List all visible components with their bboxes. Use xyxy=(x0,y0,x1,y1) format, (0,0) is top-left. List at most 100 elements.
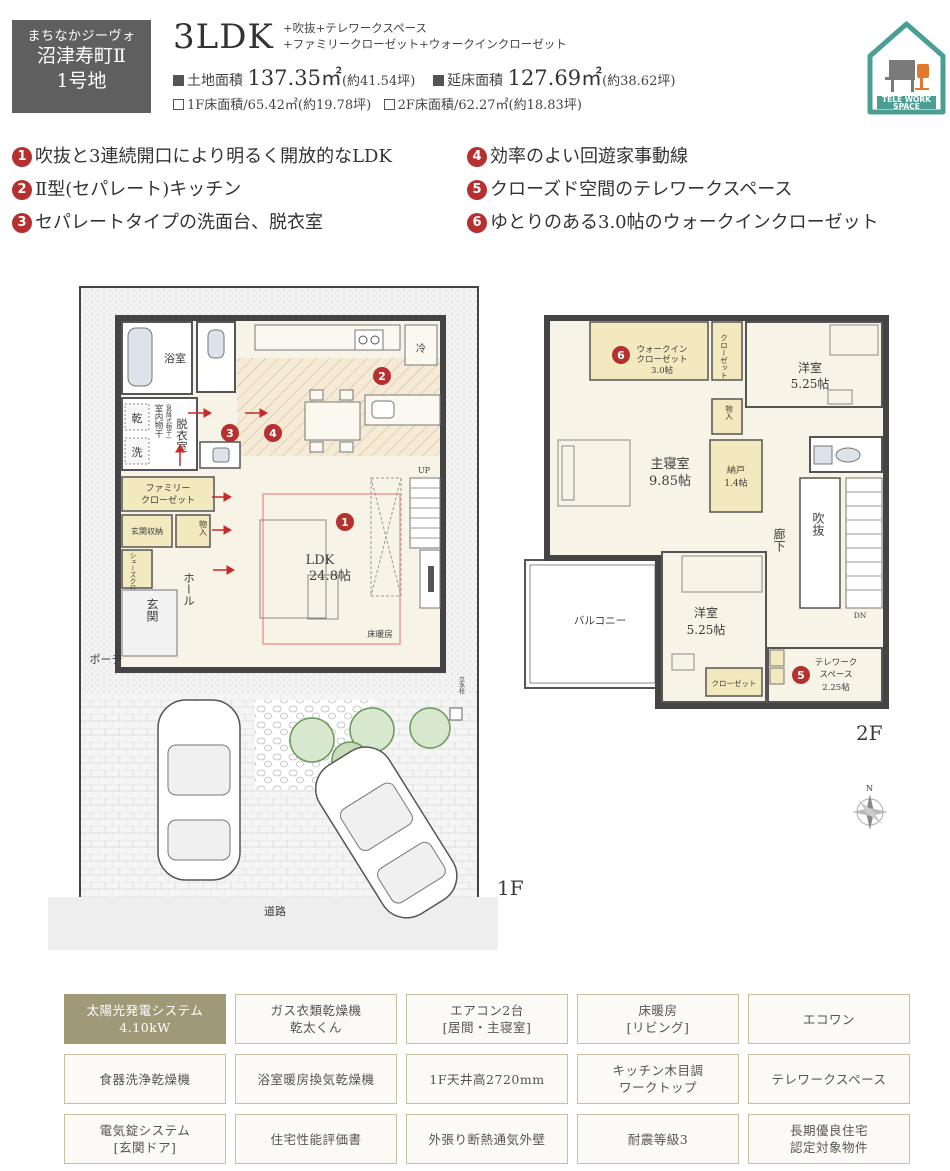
square-open-icon xyxy=(383,99,395,110)
floor-label-1f: 1F xyxy=(497,876,524,900)
ceiling-void-marker xyxy=(370,477,402,597)
refrigerator-label: 冷 xyxy=(416,342,426,355)
stairs-1f xyxy=(409,477,441,549)
area-row-main: 土地面積 137.35㎡(約41.54坪) 延床面積 127.69㎡(約38.6… xyxy=(173,62,675,92)
area-row-floors: 1F床面積/65.42㎡(約19.78坪) 2F床面積/62.27㎡(約18.8… xyxy=(173,94,582,113)
nando-label: 納戸 xyxy=(727,464,745,476)
dining-table xyxy=(304,401,361,441)
floor-area-tsubo: (約38.62坪) xyxy=(602,74,676,89)
western-room-1-size: 5.25帖 xyxy=(791,376,830,391)
refrigerator xyxy=(404,324,438,366)
point-number-badge: 3 xyxy=(12,213,32,233)
void-area xyxy=(799,477,841,609)
entrance-storage xyxy=(121,514,173,548)
road-label: 道路 xyxy=(264,904,286,918)
point-text: Ⅱ型(セパレート)キッチン xyxy=(35,179,242,200)
point-text: クローズド空間のテレワークスペース xyxy=(490,179,793,200)
indoor-dry-note: (昇降式物干) xyxy=(165,404,172,439)
car-parked-straight xyxy=(157,699,241,881)
storage-1f-label: 物入 xyxy=(199,519,208,536)
dn-label: DN xyxy=(854,611,867,620)
balcony-label: バルコニー xyxy=(574,615,626,627)
spec-item: 食器洗浄乾燥機 xyxy=(64,1054,226,1104)
family-closet-label-2: クローゼット xyxy=(141,494,195,506)
point-number-badge: 4 xyxy=(467,147,487,167)
land-area-value: 137.35㎡ xyxy=(247,66,342,90)
telework-label-1: テレワーク xyxy=(815,658,858,668)
spec-item: テレワークスペース xyxy=(748,1054,910,1104)
closet-2f-b-label: クローゼット xyxy=(712,678,757,688)
badge-3: 3 xyxy=(226,427,234,440)
corridor-label: 廊下 xyxy=(772,527,786,552)
toilet xyxy=(207,329,225,359)
family-closet-label-1: ファミリー xyxy=(145,484,190,494)
square-open-icon xyxy=(173,99,184,110)
sofa xyxy=(259,519,327,619)
layout-type: 3LDK xyxy=(173,17,274,57)
series-name: まちなかジーヴォ xyxy=(27,29,136,44)
hall-label: ホール xyxy=(182,572,196,607)
compass-icon: N xyxy=(852,784,888,830)
spec-item: 浴室暖房換気乾燥機 xyxy=(235,1054,397,1104)
spec-item: 太陽光発電システム 4.10kW xyxy=(64,994,226,1044)
features-line-1: +吹抜+テレワークスペース xyxy=(283,21,428,35)
badge-text-1: TELE WORK xyxy=(882,95,932,104)
wic-label-1: ウォークイン xyxy=(636,345,687,355)
spec-item: エアコン2台 [居間・主寝室] xyxy=(406,994,568,1044)
point-text: ゆとりのある3.0帖のウォークインクローゼット xyxy=(490,212,879,233)
badge-text-2: SPACE xyxy=(893,102,920,111)
spec-item: 1F天井高2720mm xyxy=(406,1054,568,1104)
closet-2f-a-label: クローゼット xyxy=(719,334,728,379)
wic-size: 3.0帖 xyxy=(651,365,674,376)
floor-area-value: 127.69㎡ xyxy=(507,66,603,90)
nando-size: 1.4帖 xyxy=(724,477,747,489)
land-area-tsubo: (約41.54坪) xyxy=(341,74,416,89)
bath-label: 浴室 xyxy=(164,351,186,365)
dryer-label: 乾 xyxy=(132,412,143,425)
point-number-badge: 6 xyxy=(467,213,487,233)
family-closet xyxy=(121,476,215,512)
spec-item: ガス衣類乾燥機 乾太くん xyxy=(235,994,397,1044)
porch-label: ポーチ xyxy=(90,653,123,666)
floor-area-label: 延床面積 xyxy=(447,73,504,89)
ldk-size: 24.8帖 xyxy=(309,569,351,584)
washer-label: 洗 xyxy=(132,446,143,459)
floor-label-2f: 2F xyxy=(856,721,883,745)
features-line-2: +ファミリークローゼット+ウォークインクローゼット xyxy=(283,37,567,51)
feature-list: +吹抜+テレワークスペース +ファミリークローゼット+ウォークインクローゼット xyxy=(283,20,567,52)
western-room-2-label: 洋室 xyxy=(694,605,718,620)
spec-item: 長期優良住宅 認定対象物件 xyxy=(748,1114,910,1164)
void-label: 吹抜 xyxy=(811,512,825,537)
wic-label-2: クローゼット xyxy=(636,354,687,365)
walk-in-closet xyxy=(589,321,709,381)
shoes-cloak-label: シューズクローク xyxy=(128,552,136,604)
plan-number-badges-1f: 2 3 4 1 xyxy=(221,367,391,531)
point-number-badge: 2 xyxy=(12,180,32,200)
point-text: 効率のよい回遊家事動線 xyxy=(490,146,688,167)
water-tap-label: 立水栓 xyxy=(458,675,465,695)
entrance-floor xyxy=(121,589,178,657)
car-parked-angled xyxy=(314,746,458,919)
dressing-label: 脱衣室 xyxy=(175,417,189,452)
spec-item: エコワン xyxy=(748,994,910,1044)
square-bullet-icon xyxy=(173,75,184,86)
point-text: セパレートタイプの洗面台、脱衣室 xyxy=(35,212,323,233)
up-label: UP xyxy=(418,466,431,475)
entrance-storage-label: 玄関収納 xyxy=(131,526,163,536)
western-room-2-size: 5.25帖 xyxy=(687,622,726,637)
water-tap xyxy=(449,707,463,721)
telework-size: 2.25帖 xyxy=(822,682,850,693)
badge-6: 6 xyxy=(617,349,625,362)
badge-5: 5 xyxy=(797,669,805,682)
master-bedroom-size: 9.85帖 xyxy=(649,474,691,489)
bed-master xyxy=(557,439,631,507)
spec-item: 住宅性能評価書 xyxy=(235,1114,397,1164)
stairs-2f xyxy=(845,477,883,609)
lot-number: 1号地 xyxy=(56,69,107,92)
plan-2f: バルコニー ウォークイン クローゼット 3.0帖 6 クローゼット 洋室 5.2… xyxy=(524,315,889,830)
coffee-table xyxy=(307,574,339,620)
